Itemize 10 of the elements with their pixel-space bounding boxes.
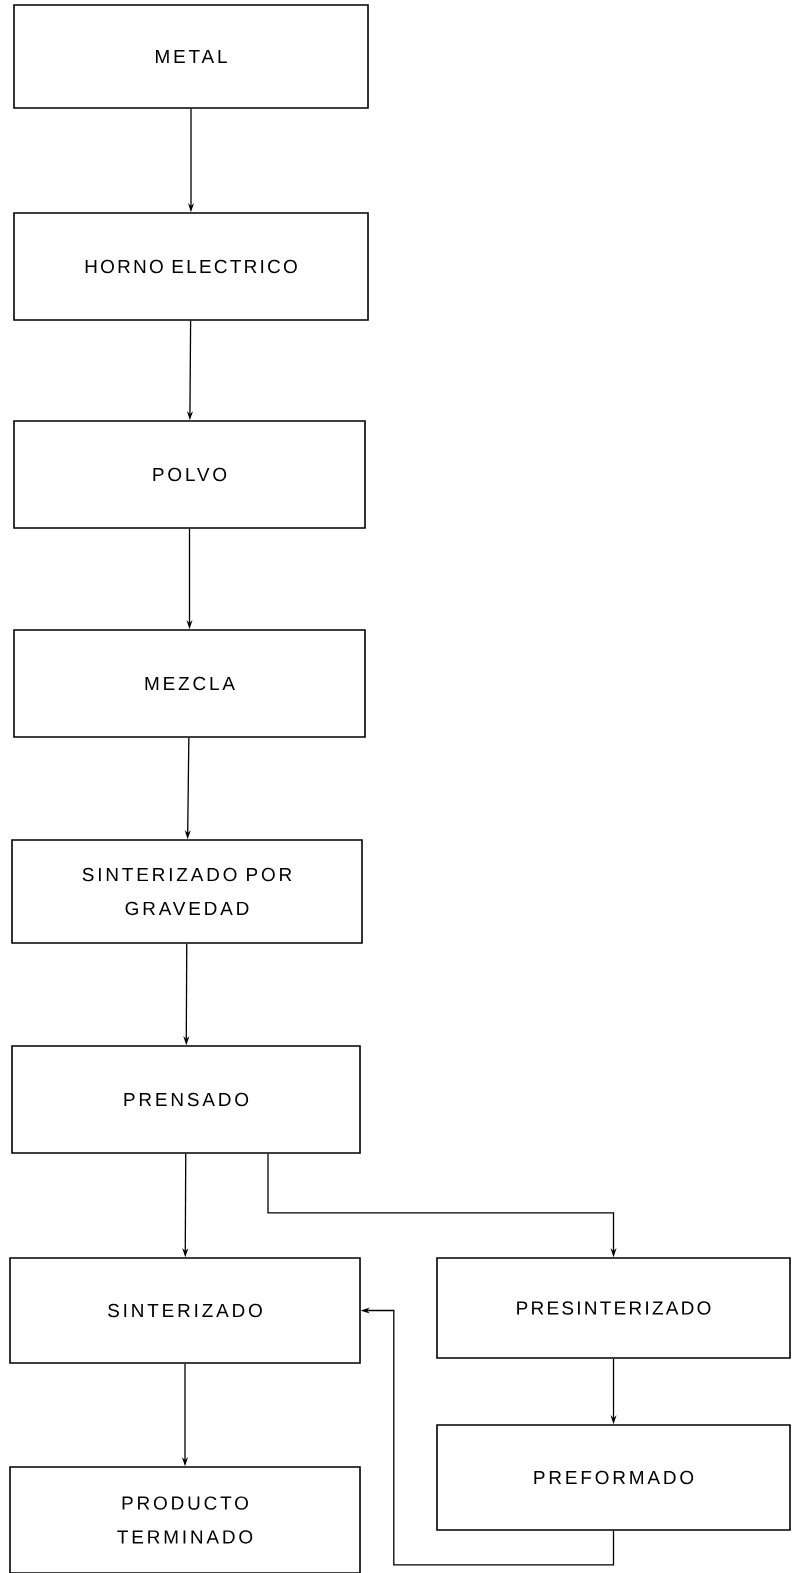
- process-box: PREFORMADO: [436, 1424, 791, 1531]
- process-box: SINTERIZADO POR GRAVEDAD: [11, 839, 363, 944]
- process-box: SINTERIZADO: [9, 1257, 361, 1364]
- process-box: PRODUCTO TERMINADO: [9, 1466, 361, 1573]
- process-box: POLVO: [13, 420, 366, 529]
- process-box: PRESINTERIZADO: [436, 1257, 791, 1359]
- process-box: HORNO ELECTRICO: [13, 212, 369, 321]
- process-box: MEZCLA: [13, 629, 366, 738]
- process-box: PRENSADO: [11, 1045, 361, 1154]
- process-box: METAL: [13, 4, 369, 109]
